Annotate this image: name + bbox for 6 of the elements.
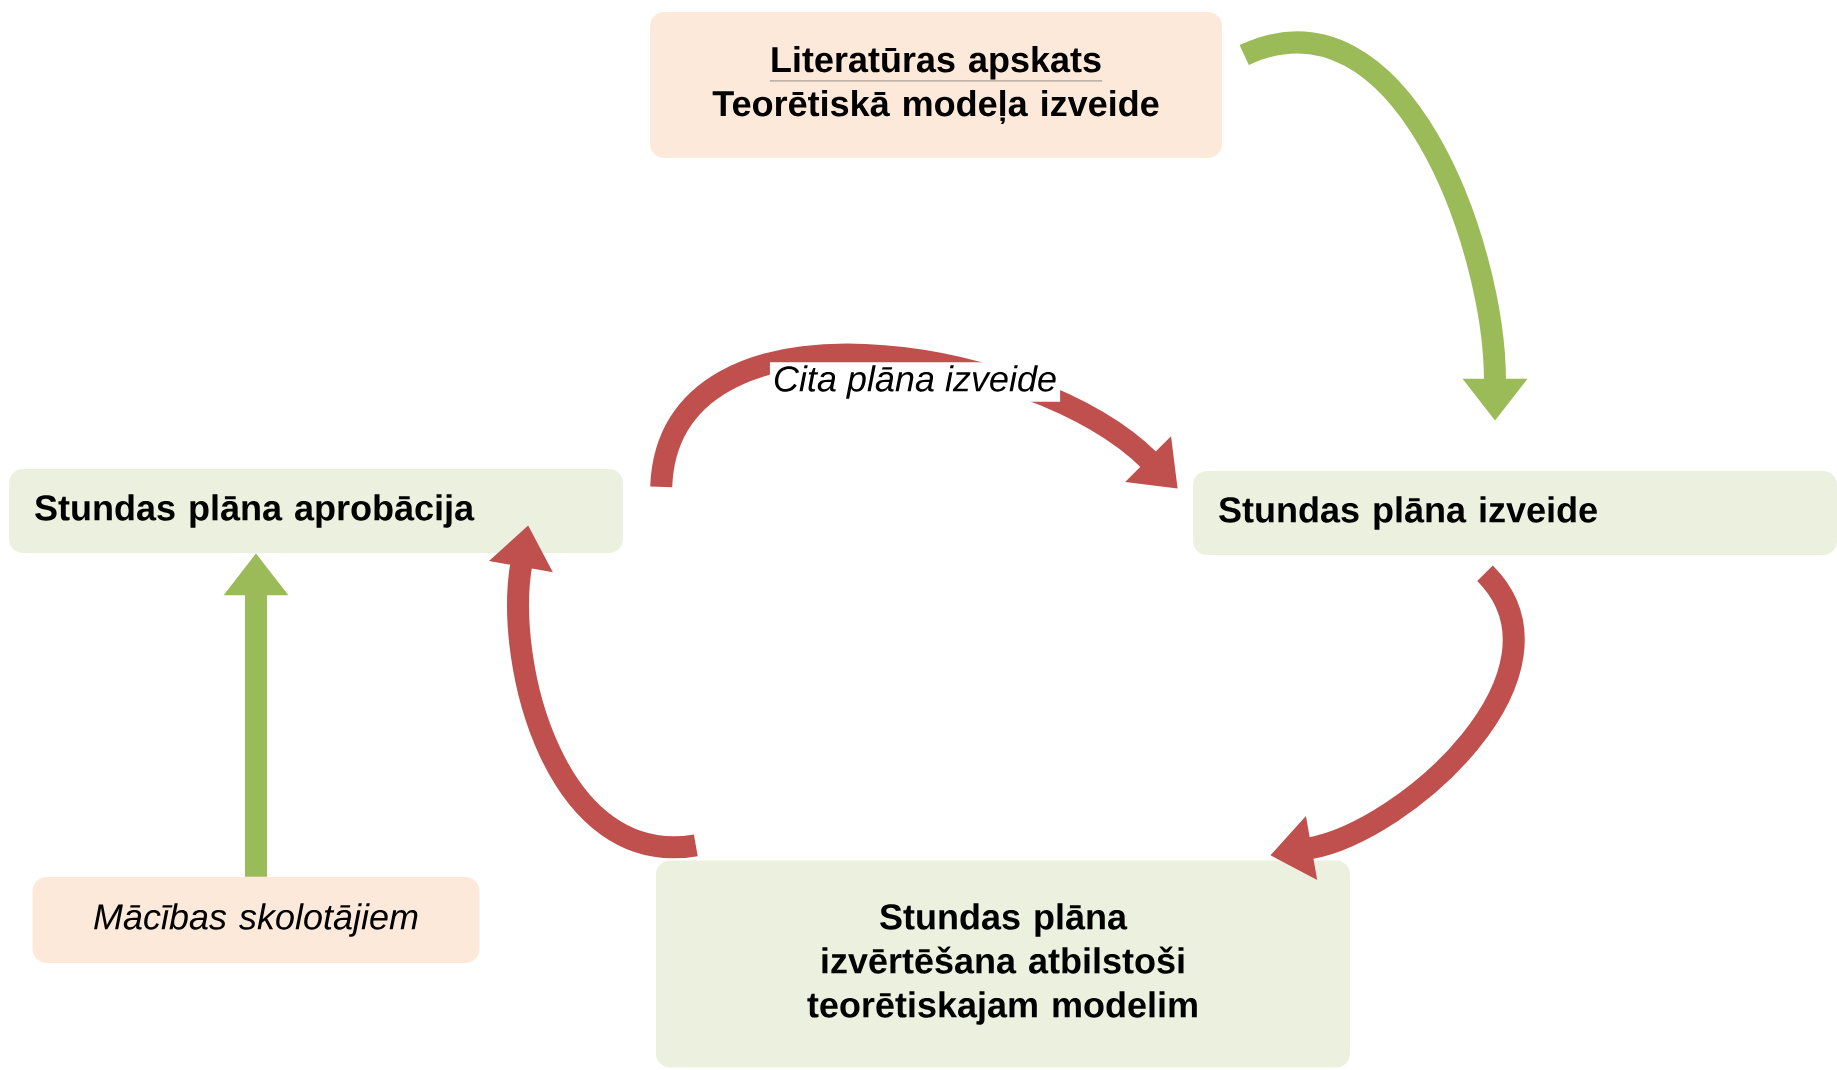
process-box: Literatūras apskats Teorētiskā modeļa izveide <box>650 12 1222 158</box>
edge-label: Cita plāna izveide <box>769 362 1061 402</box>
process-box: Stundas plāna izvērtēšana atbilstoši teorētiskajam modelim <box>656 860 1350 1068</box>
process-box: Stundas plāna aprobācija <box>9 469 623 553</box>
process-box: Stundas plāna izveide <box>1193 471 1837 555</box>
process-box: Mācības skolotājiem <box>32 877 480 963</box>
